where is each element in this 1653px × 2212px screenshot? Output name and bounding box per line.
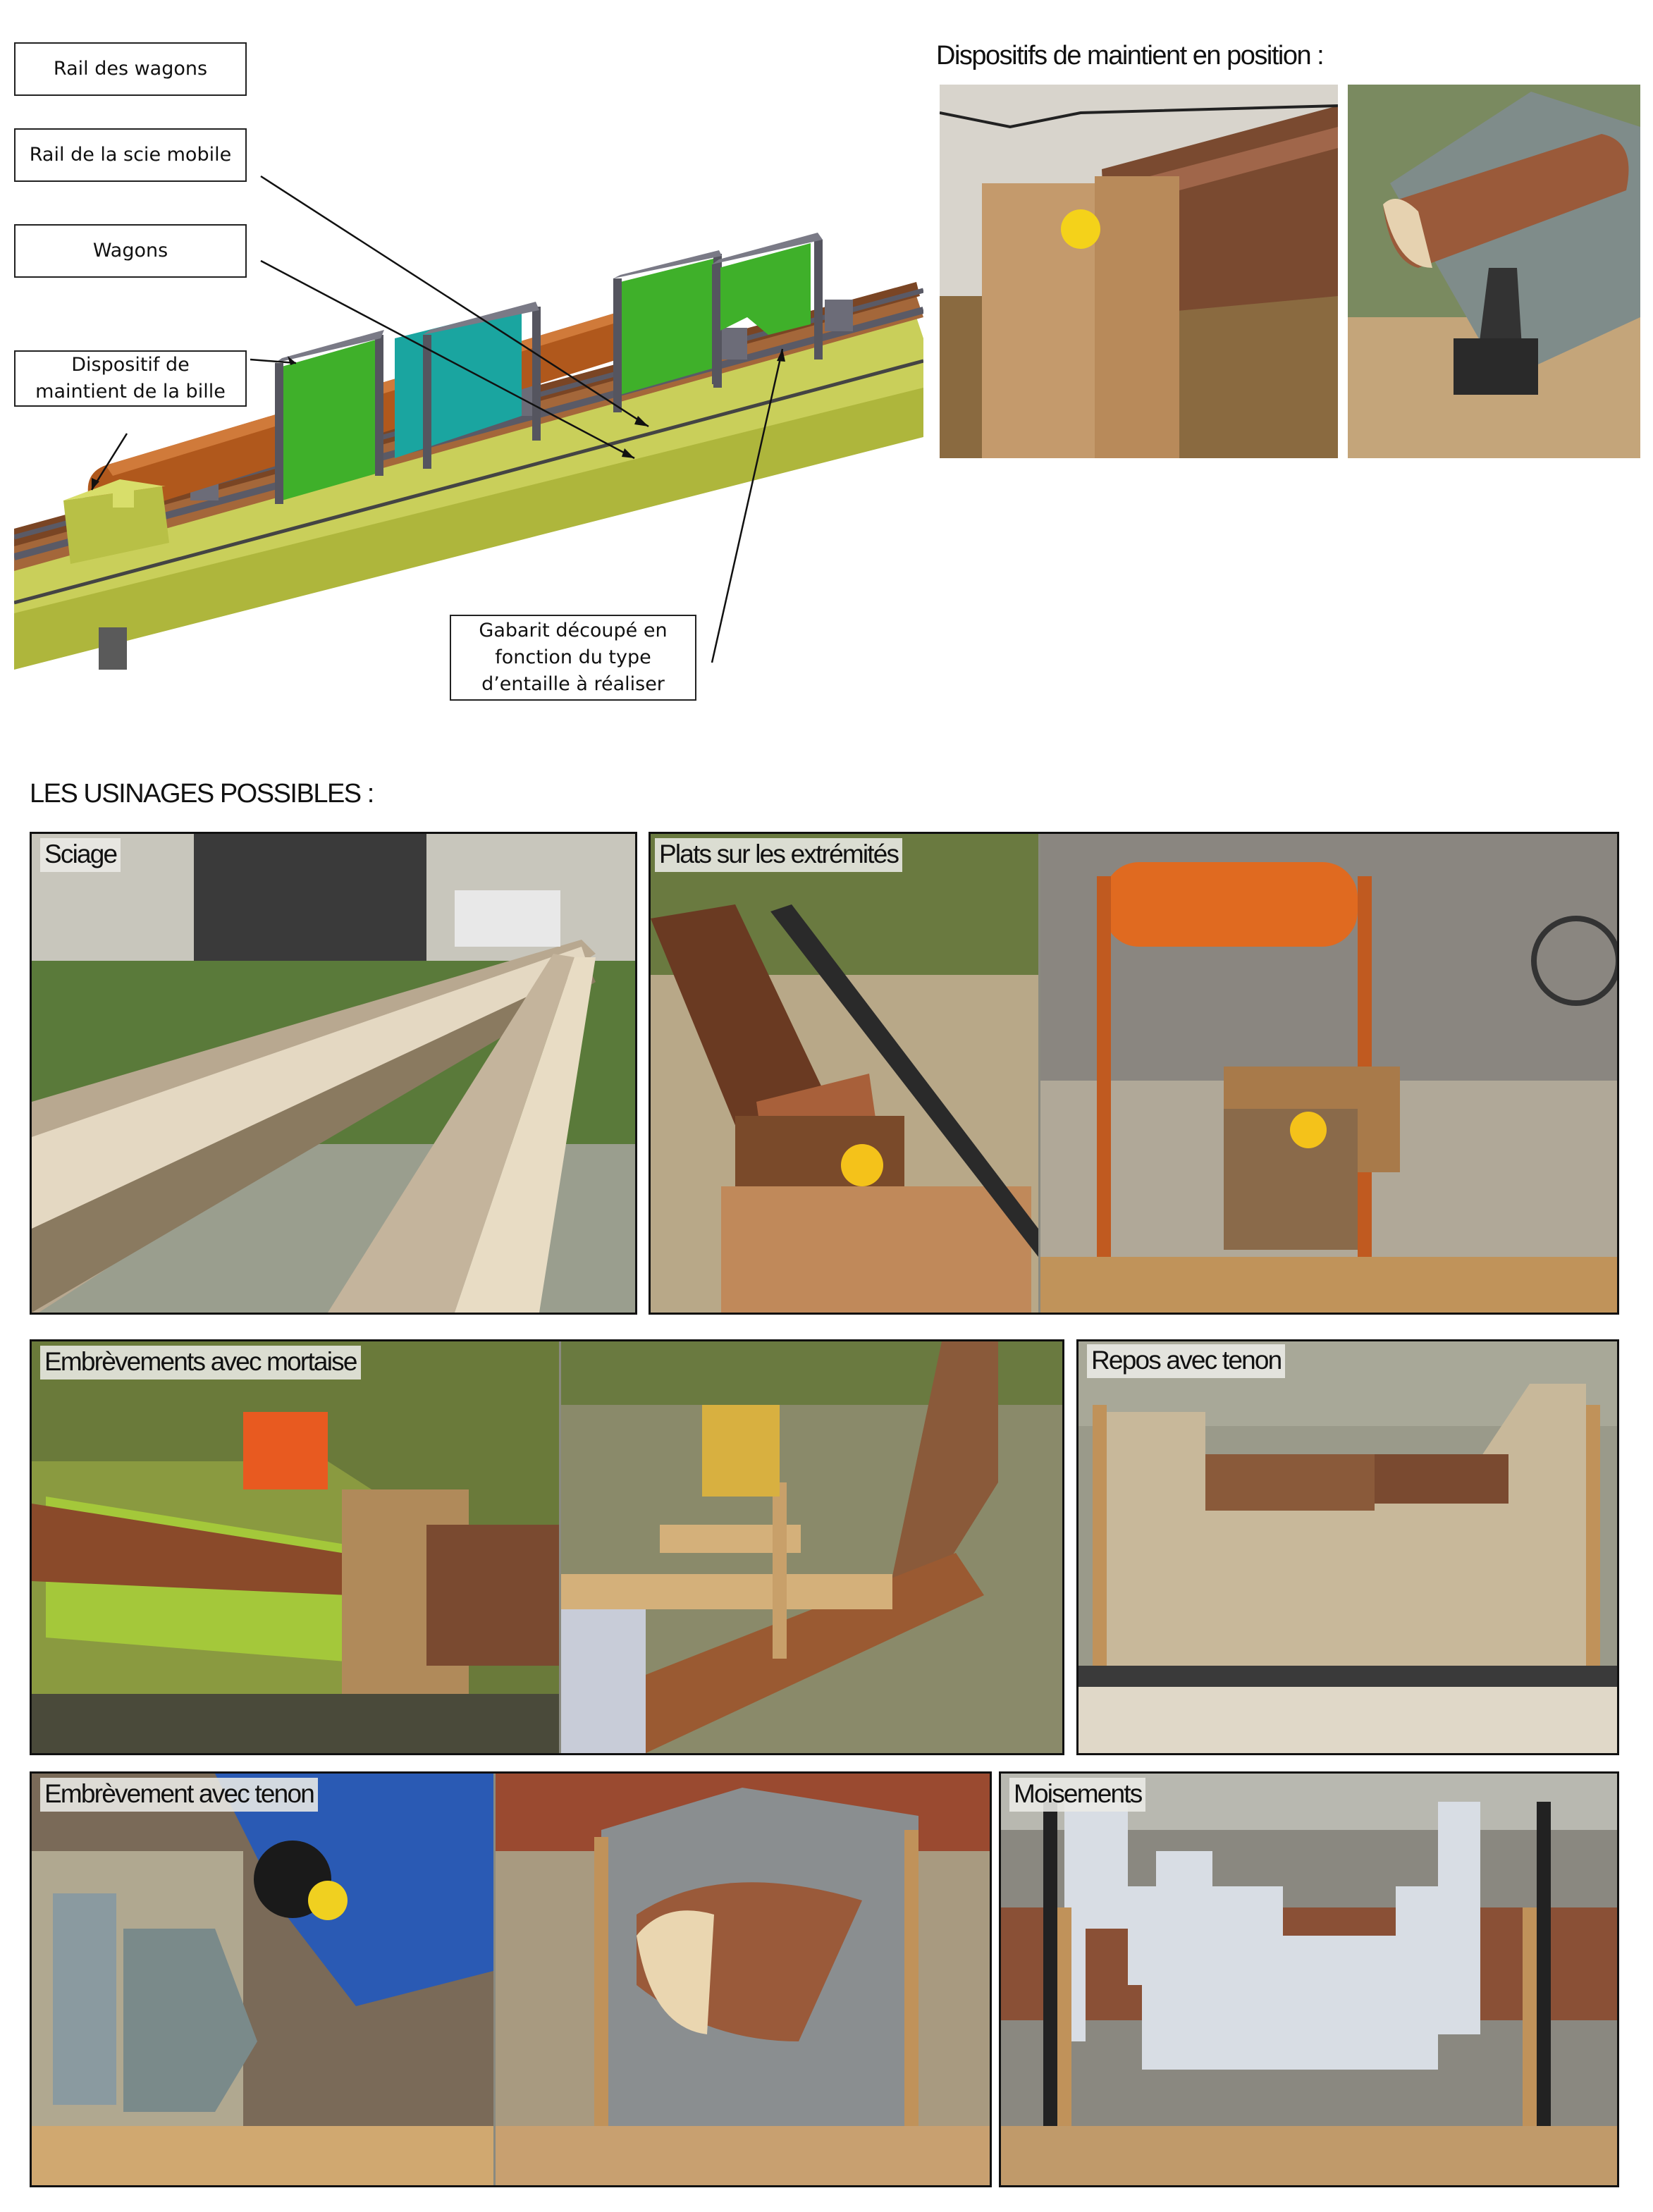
holding-device [63, 479, 169, 564]
holding-photo-1 [940, 85, 1338, 458]
wagon-template-2 [712, 233, 823, 384]
label-embrevement-tenon: Embrèvement avec tenon [40, 1778, 319, 1812]
callout-template: Gabarit découpé en fonction du type d’en… [450, 615, 696, 701]
label-sciage: Sciage [40, 838, 121, 872]
photo-mortaise-2 [561, 1341, 1062, 1753]
callout-rail-saw: Rail de la scie mobile [14, 128, 247, 182]
panel-moisements: Moisements [999, 1771, 1619, 2187]
photo-plats-2 [1040, 834, 1617, 1313]
photo-sciage [32, 834, 635, 1313]
panel-sciage: Sciage [30, 832, 637, 1315]
photo-tenon-2 [496, 1774, 990, 2185]
panel-plats: Plats sur les extrémités [649, 832, 1619, 1315]
machine-diagram [13, 106, 925, 670]
photo-plats-1 [651, 834, 1038, 1313]
label-plats: Plats sur les extrémités [655, 838, 903, 872]
panel-embrevements-mortaise: Embrèvements avec mortaise [30, 1339, 1064, 1755]
photo-tenon-1 [32, 1774, 493, 2185]
label-moisements: Moisements [1009, 1778, 1146, 1812]
photo-moisements [1001, 1774, 1617, 2185]
panel-repos-tenon: Repos avec tenon [1076, 1339, 1619, 1755]
callout-holding-device: Dispositif de maintient de la bille [14, 350, 247, 407]
label-repos-tenon: Repos avec tenon [1087, 1344, 1286, 1378]
photo-mortaise-1 [32, 1341, 559, 1753]
panel-embrevement-tenon: Embrèvement avec tenon [30, 1771, 992, 2187]
callout-wagons: Wagons [14, 224, 247, 278]
label-embrevements-mortaise: Embrèvements avec mortaise [40, 1346, 361, 1380]
callout-rail-wagons: Rail des wagons [14, 42, 247, 96]
holding-photo-2 [1348, 85, 1640, 458]
machining-section-title: LES USINAGES POSSIBLES : [30, 779, 374, 809]
holding-section-title: Dispositifs de maintient en position : [936, 41, 1325, 70]
photo-repos-tenon [1079, 1341, 1617, 1753]
wagon-1 [275, 330, 384, 504]
